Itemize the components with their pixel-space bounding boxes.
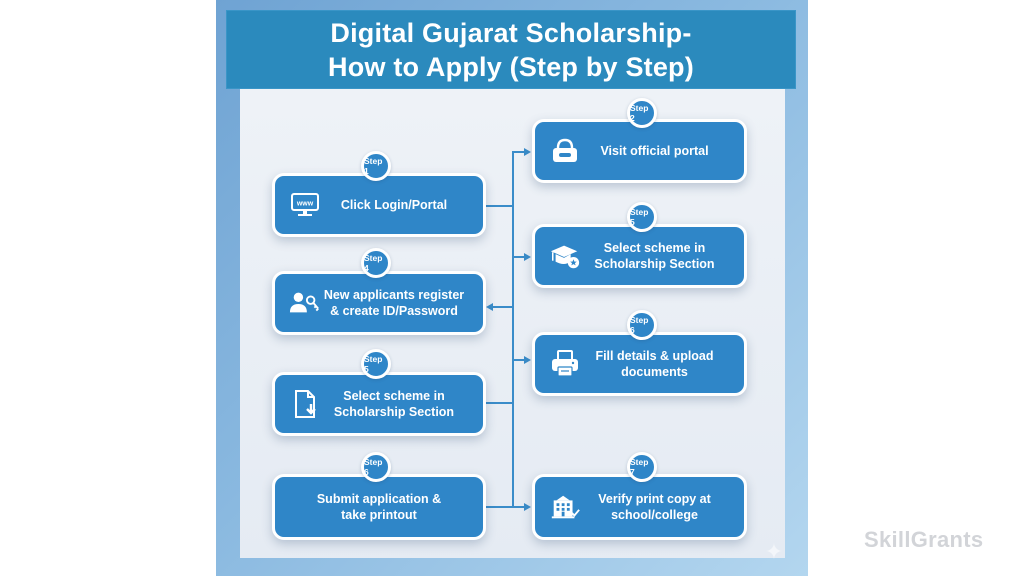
brand-watermark: SkillGrants <box>864 527 984 552</box>
computer-www-icon: www <box>289 190 321 220</box>
connector-to-right-step6 <box>512 359 526 361</box>
step-card-click-login: www Click Login/Portal <box>272 173 486 237</box>
step-text-line-2: take printout <box>341 508 417 522</box>
step-badge: Step 6 <box>361 452 391 482</box>
user-key-icon <box>289 288 321 318</box>
graduation-cap-icon <box>549 241 581 271</box>
title-banner: Digital Gujarat Scholarship- How to Appl… <box>226 10 796 89</box>
step-card-submit-application: Submit application & take printout <box>272 474 486 540</box>
arrow-right-icon <box>524 253 531 261</box>
step-badge: Step 5 <box>627 202 657 232</box>
printer-icon <box>549 349 581 379</box>
step-text-line-1: New applicants register <box>323 288 465 302</box>
connector-to-step4 <box>492 306 513 308</box>
connector-left-step5-out <box>484 402 513 404</box>
step-card-select-scheme: Select scheme in Scholarship Section <box>272 372 486 436</box>
step-text: Click Login/Portal <box>340 198 448 212</box>
step-badge: Step 7 <box>627 452 657 482</box>
step-badge: Step 4 <box>361 248 391 278</box>
step-text-line-1: Submit application & <box>316 492 442 506</box>
step-text: Visit official portal <box>600 144 709 158</box>
step-badge: Step 2 <box>627 98 657 128</box>
school-building-check-icon <box>549 492 581 522</box>
step-text-line-2: Scholarship Section <box>594 257 715 271</box>
document-download-icon <box>289 389 321 419</box>
title-line-1: Digital Gujarat Scholarship- <box>330 17 692 48</box>
step-text-line-2: school/college <box>611 508 698 522</box>
sparkle-icon: ✦ <box>764 539 784 564</box>
step-text-line-2: documents <box>621 365 688 379</box>
step-text-line-1: Verify print copy at <box>598 492 711 506</box>
connector-left-step6-out <box>484 506 526 508</box>
arrow-right-icon <box>524 503 531 511</box>
svg-text:www: www <box>296 201 314 208</box>
arrow-left-icon <box>486 303 493 311</box>
step-card-fill-details: Fill details & upload documents <box>532 332 747 396</box>
step-card-register: New applicants register & create ID/Pass… <box>272 271 486 335</box>
connector-to-right-step5 <box>512 256 526 258</box>
lock-portal-icon <box>549 136 581 166</box>
step-text-line-1: Fill details & upload <box>595 349 714 363</box>
step-badge: Step 6 <box>627 310 657 340</box>
step-badge: Step 1 <box>361 151 391 181</box>
step-card-select-scheme-right: Select scheme in Scholarship Section <box>532 224 747 288</box>
step-badge: Step 5 <box>361 349 391 379</box>
step-card-verify-print: Verify print copy at school/college <box>532 474 747 540</box>
connector-to-step2 <box>512 151 526 153</box>
arrow-right-icon <box>524 148 531 156</box>
step-text-line-1: Select scheme in <box>343 389 445 403</box>
step-text-line-2: & create ID/Password <box>330 304 458 318</box>
step-text-line-2: Scholarship Section <box>333 405 455 419</box>
step-text-line-1: Select scheme in <box>603 241 706 255</box>
title-line-2: How to Apply (Step by Step) <box>328 51 694 82</box>
step-card-visit-portal: Visit official portal <box>532 119 747 183</box>
arrow-right-icon <box>524 356 531 364</box>
connector-trunk <box>512 151 514 508</box>
connector-step1-out <box>484 205 513 207</box>
